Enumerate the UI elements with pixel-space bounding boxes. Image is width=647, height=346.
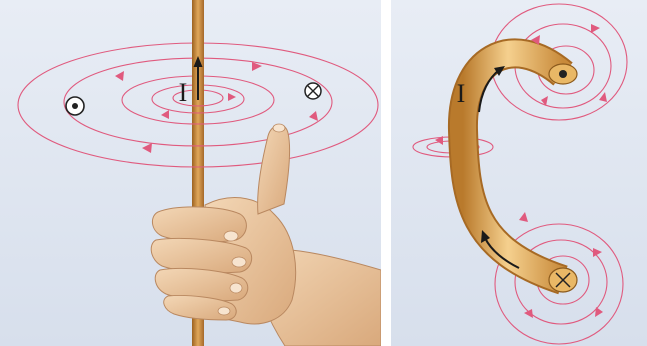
curved-wire-panel: I: [391, 0, 647, 346]
tube-end-bottom: [549, 268, 577, 292]
curved-wire-diagram: I: [391, 0, 647, 346]
current-label: I: [179, 78, 188, 107]
tube-end-top: [549, 64, 577, 84]
straight-wire-panel: I: [0, 0, 381, 346]
current-label: I: [457, 79, 466, 108]
cross-symbol-into-page: [305, 83, 321, 99]
dot-symbol-out-of-page: [66, 97, 84, 115]
straight-wire-diagram: I: [0, 0, 381, 346]
